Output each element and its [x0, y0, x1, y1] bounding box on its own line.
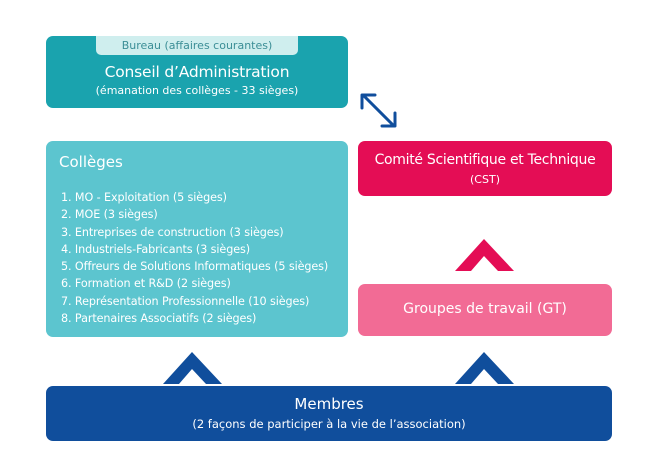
colleges-box: Collèges 1. MO - Exploitation (5 sièges)… [46, 141, 348, 337]
arrowhead-top-left [360, 93, 377, 110]
membres-box: Membres (2 façons de participer à la vie… [46, 386, 612, 441]
college-item: 5. Offreurs de Solutions Informatiques (… [61, 260, 329, 274]
conseil-title: Conseil d’Administration [104, 63, 290, 81]
chevron-up-icon [455, 352, 514, 384]
conseil-administration-box: Bureau (affaires courantes) Conseil d’Ad… [46, 36, 348, 108]
bureau-tab: Bureau (affaires courantes) [96, 36, 298, 55]
gt-title: Groupes de travail (GT) [403, 301, 567, 317]
arrowhead-bottom-right [380, 111, 397, 128]
double-arrow-line [362, 94, 395, 127]
cst-box: Comité Scientifique et Technique (CST) [358, 141, 612, 196]
college-item: 7. Représentation Professionnelle (10 si… [61, 294, 310, 308]
college-item: 6. Formation et R&D (2 sièges) [61, 277, 231, 291]
chevron-up-icon [455, 239, 514, 271]
conseil-subtitle: (émanation des collèges - 33 sièges) [95, 84, 299, 97]
colleges-title: Collèges [59, 153, 123, 171]
college-item: 1. MO - Exploitation (5 sièges) [61, 191, 227, 204]
college-item: 4. Industriels-Fabricants (3 sièges) [61, 242, 250, 256]
membres-title: Membres [294, 395, 364, 413]
college-item: 2. MOE (3 sièges) [61, 208, 158, 222]
cst-subtitle: (CST) [470, 173, 500, 186]
gt-box: Groupes de travail (GT) [358, 284, 612, 336]
colleges-list: 1. MO - Exploitation (5 sièges) 2. MOE (… [61, 189, 328, 327]
college-item: 3. Entreprises de construction (3 sièges… [61, 225, 284, 239]
chevron-up-icon [163, 352, 222, 384]
cst-title: Comité Scientifique et Technique [374, 152, 596, 168]
college-item: 8. Partenaires Associatifs (2 sièges) [61, 312, 257, 326]
membres-subtitle: (2 façons de participer à la vie de l’as… [192, 417, 466, 431]
double-arrow-icon [360, 93, 397, 128]
